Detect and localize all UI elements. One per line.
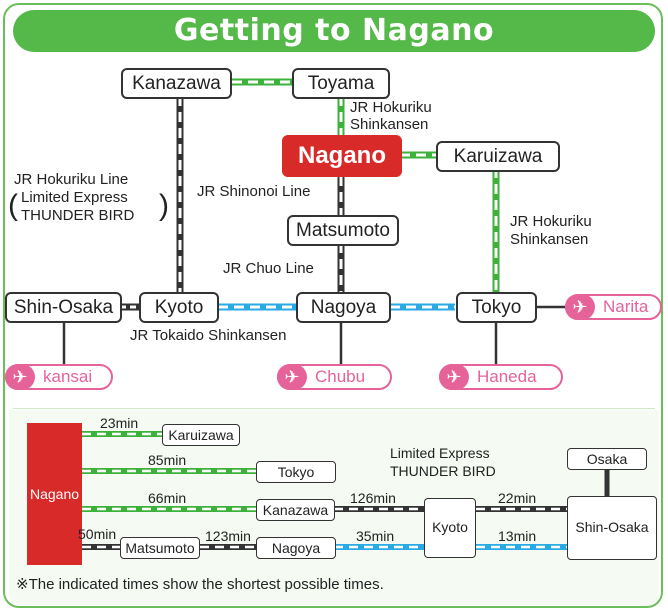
label-hokuriku-shinkansen-right-1: JR Hokuriku	[510, 213, 592, 230]
label-shinonoi-line: JR Shinonoi Line	[197, 183, 311, 200]
airplane-icon: ✈	[565, 294, 595, 320]
station-toyama: Toyama	[292, 68, 390, 99]
airport-connectors	[62, 305, 566, 364]
label-hokuriku-shinkansen-top-2: Shinkansen	[350, 116, 429, 133]
time-dest-shin-osaka: Shin-Osaka	[567, 496, 657, 560]
time-karuizawa: 23min	[100, 415, 139, 431]
station-tokyo: Tokyo	[456, 292, 537, 323]
time-nagoya-kyoto: 35min	[356, 528, 395, 544]
airport-chubu: ✈ Chubu	[277, 364, 392, 390]
page-title: Getting to Nagano	[13, 10, 655, 52]
time-tokyo: 85min	[148, 452, 187, 468]
time-kanazawa: 66min	[148, 490, 187, 506]
label-hokuriku-line-1: JR Hokuriku Line	[14, 171, 129, 188]
section-divider	[13, 408, 655, 409]
time-matsumoto: 50min	[78, 526, 117, 542]
time-dest-tokyo: Tokyo	[256, 461, 336, 483]
time-limited-express-1: Limited Express	[390, 445, 490, 461]
time-limited-express-2: THUNDER BIRD	[390, 463, 496, 479]
label-hokuriku-line-3: THUNDER BIRD	[21, 207, 135, 224]
label-hokuriku-shinkansen-top-1: JR Hokuriku	[350, 99, 432, 116]
station-nagoya: Nagoya	[296, 292, 391, 323]
station-matsumoto: Matsumoto	[287, 215, 399, 246]
airplane-icon: ✈	[277, 364, 307, 390]
time-dest-nagoya: Nagoya	[256, 537, 336, 559]
airplane-icon: ✈	[439, 364, 469, 390]
label-chuo-line: JR Chuo Line	[223, 260, 314, 277]
time-nagoya: 123min	[205, 528, 251, 544]
airport-haneda: ✈ Haneda	[439, 364, 563, 390]
footnote: ※The indicated times show the shortest p…	[16, 576, 384, 593]
airport-kansai-label: kansai	[43, 367, 93, 386]
label-paren-close: )	[159, 189, 169, 222]
airport-haneda-label: Haneda	[477, 367, 537, 386]
time-kyoto-shin-osaka-upper: 22min	[498, 490, 537, 506]
time-kyoto-shin-osaka-lower: 13min	[498, 528, 537, 544]
time-dest-matsumoto: Matsumoto	[120, 537, 200, 559]
time-kanazawa-kyoto: 126min	[350, 490, 396, 506]
label-tokaido-shinkansen: JR Tokaido Shinkansen	[130, 327, 287, 344]
time-dest-karuizawa: Karuizawa	[162, 424, 240, 446]
station-kyoto: Kyoto	[139, 292, 219, 323]
label-paren-open: (	[8, 189, 18, 222]
line-hokuriku-shinkansen-top	[232, 78, 500, 294]
station-kanazawa: Kanazawa	[121, 68, 232, 99]
station-shin-osaka: Shin-Osaka	[5, 292, 122, 323]
label-hokuriku-shinkansen-right-2: Shinkansen	[510, 231, 589, 248]
airport-kansai: ✈ kansai	[5, 364, 113, 390]
time-lines	[82, 431, 610, 550]
time-dest-osaka: Osaka	[567, 448, 647, 470]
label-hokuriku-line-2: Limited Express	[21, 189, 128, 206]
airport-chubu-label: Chubu	[315, 367, 366, 386]
station-nagano: Nagano	[282, 135, 402, 177]
time-dest-kanazawa: Kanazawa	[256, 499, 335, 521]
station-karuizawa: Karuizawa	[436, 141, 560, 172]
airport-narita-label: Narita	[603, 297, 649, 316]
airport-narita: ✈ Narita	[565, 294, 662, 320]
time-dest-kyoto: Kyoto	[424, 498, 476, 558]
time-origin-nagano: Nagano	[27, 423, 82, 565]
airplane-icon: ✈	[5, 364, 35, 390]
